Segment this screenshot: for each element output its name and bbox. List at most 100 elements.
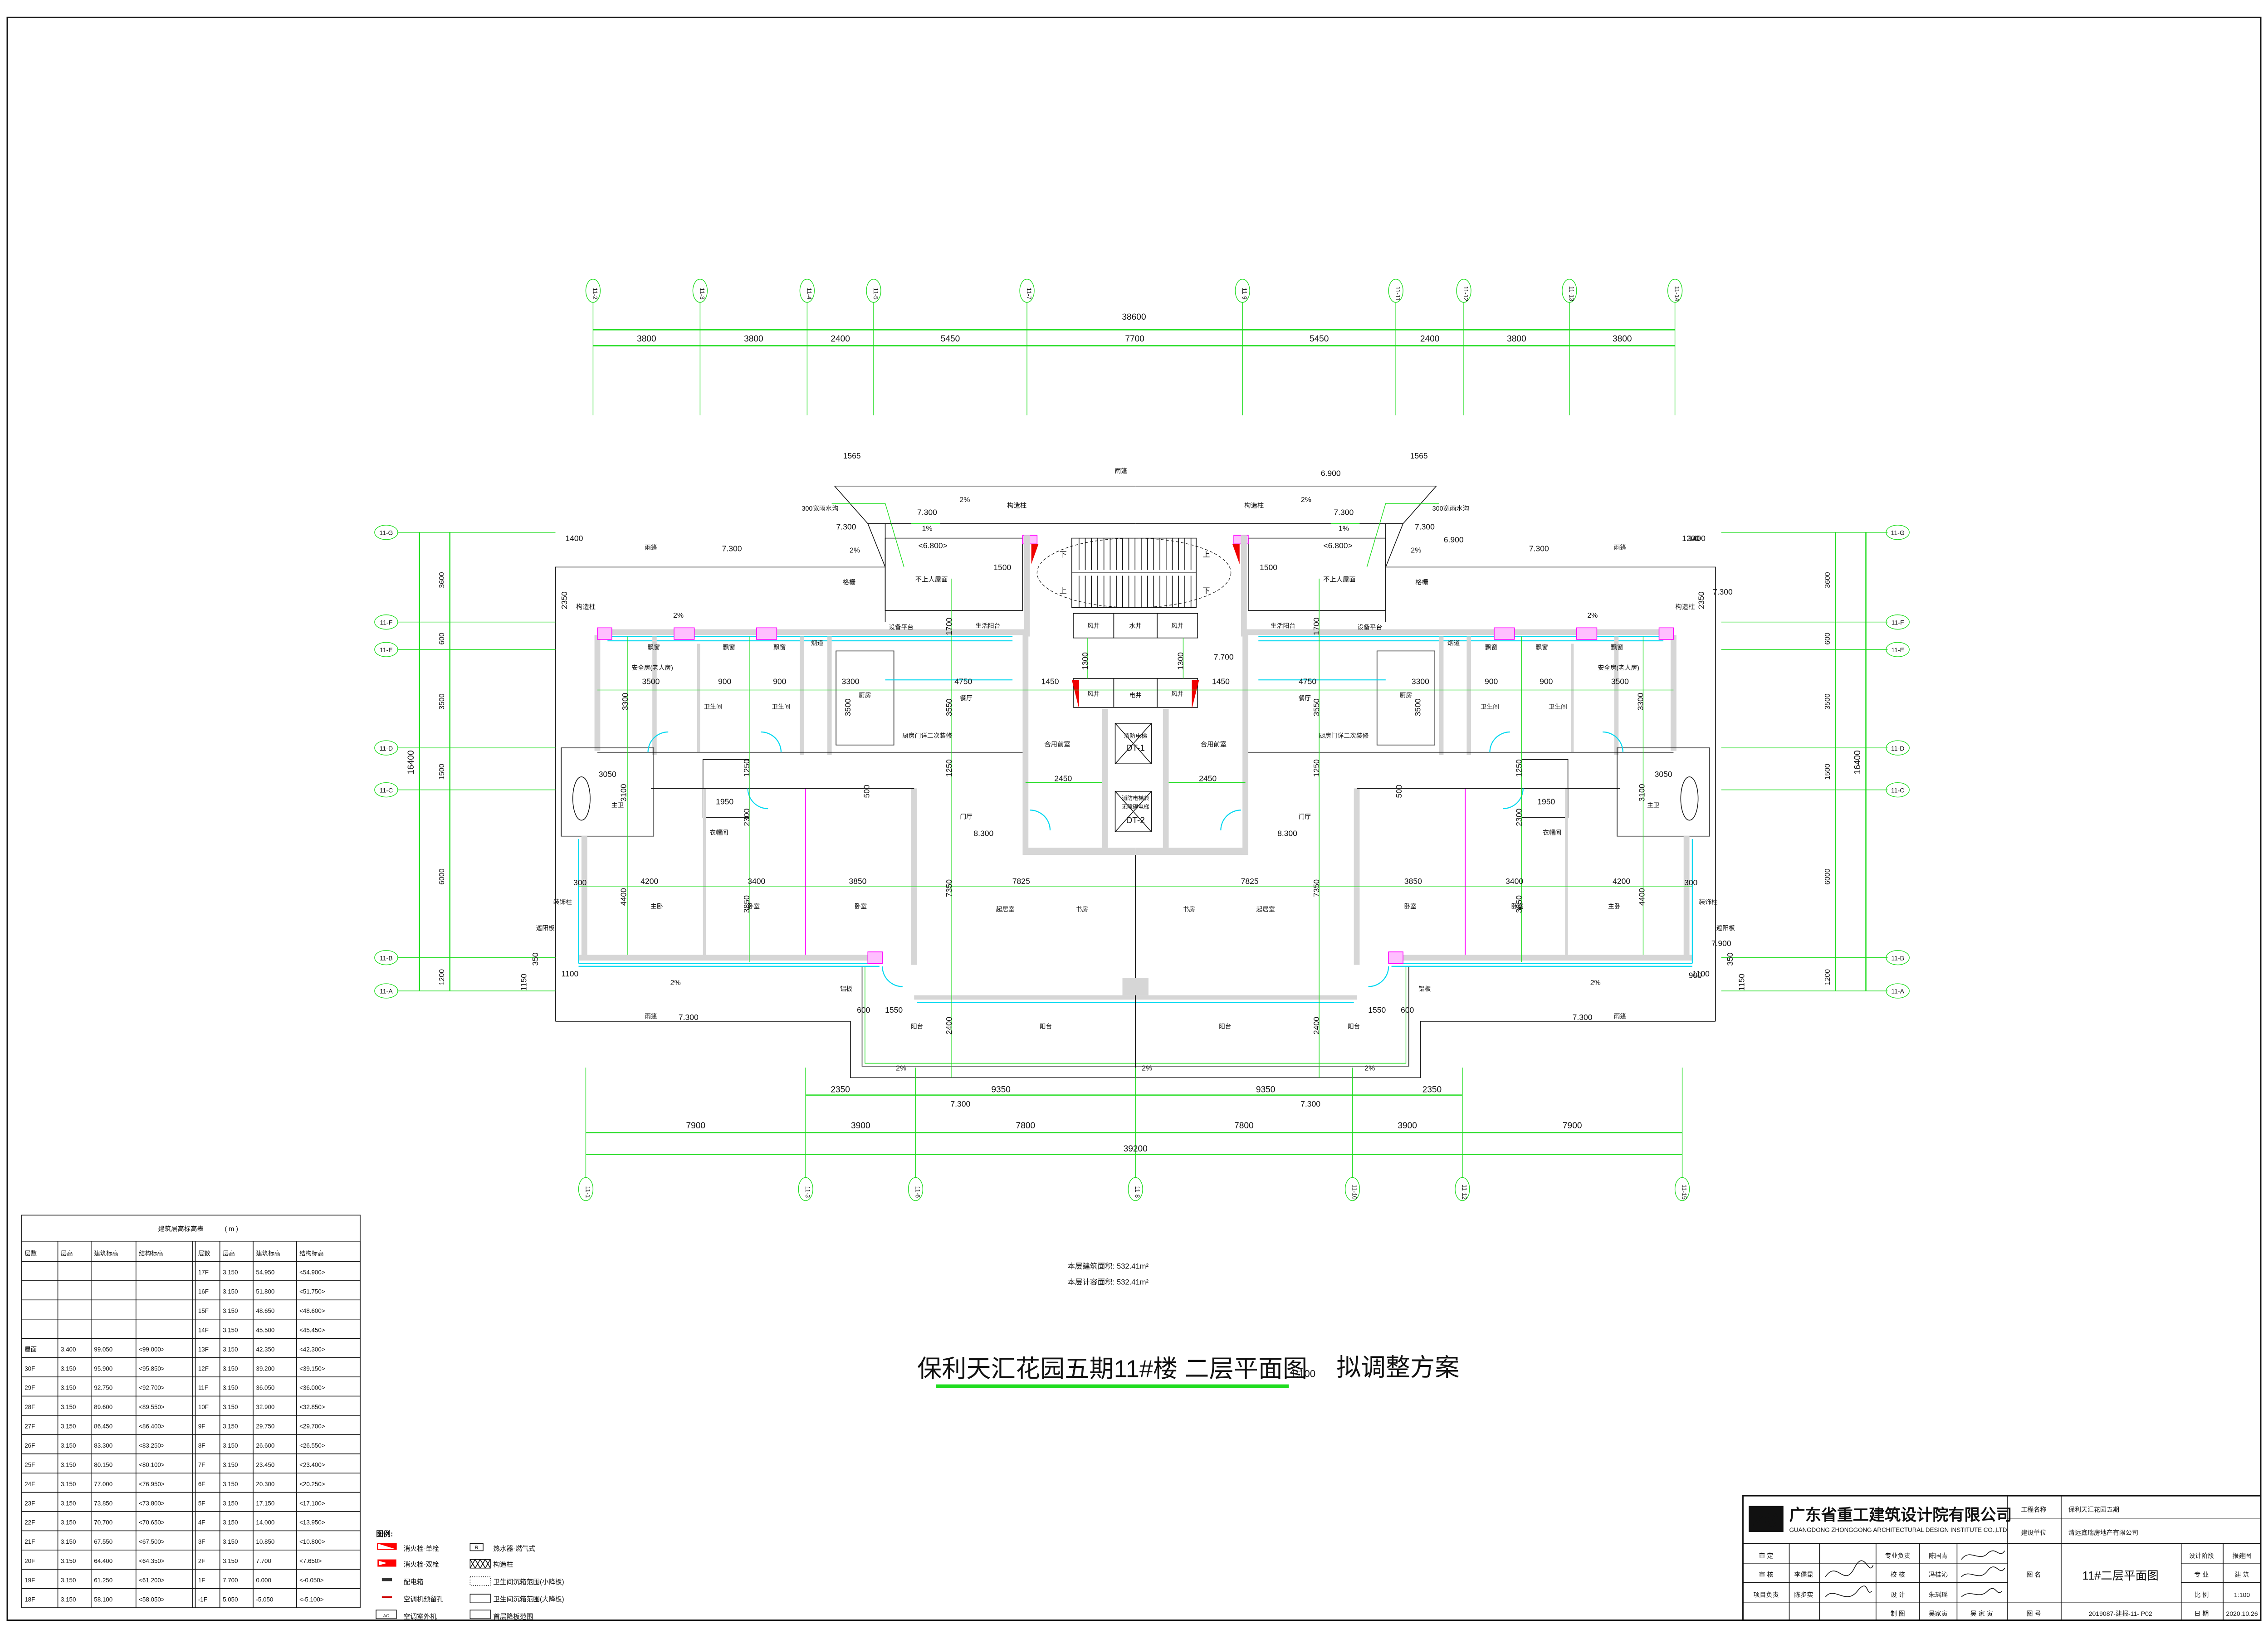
axis-label-right: 11-E xyxy=(1891,646,1904,654)
table-cell: 3.150 xyxy=(223,1442,238,1449)
title-block-check-name: 冯桂沁 xyxy=(1929,1571,1948,1578)
table-cell: 3.150 xyxy=(223,1346,238,1353)
dim-right: 1500 xyxy=(1824,764,1832,780)
table-cell: <64.350> xyxy=(139,1558,165,1565)
table-cell: 24F xyxy=(24,1481,35,1488)
axis-label-right: 11-D xyxy=(1891,745,1904,752)
title-block-stage-label: 设计阶段 xyxy=(2189,1552,2214,1559)
plan-label-left: 1100 xyxy=(562,969,579,978)
axis-label-top: 11-14 xyxy=(1674,286,1681,302)
plan-label-right: 飘窗 xyxy=(1536,644,1548,651)
table-cell: 3.150 xyxy=(223,1365,238,1372)
table-cell: 19F xyxy=(24,1577,35,1584)
table-cell: 14.000 xyxy=(256,1519,274,1526)
table-cell: 73.850 xyxy=(94,1500,112,1507)
plan-label-left: 装饰柱 xyxy=(553,899,572,906)
plan-label-left: 8.300 xyxy=(973,829,993,838)
table-cell: 3.150 xyxy=(61,1461,76,1468)
plan-label-right: 安全房(老人房) xyxy=(1598,664,1639,671)
dim-bottom-inner: 2350 xyxy=(1422,1085,1442,1094)
elevation-right: 7.900 xyxy=(1711,939,1731,948)
axis-bubble xyxy=(1456,278,1471,303)
canopy-label: 雨篷 xyxy=(1115,468,1128,474)
plan-label-right: 门厅 xyxy=(1299,813,1311,820)
table-cell: 95.900 xyxy=(94,1365,112,1372)
plan-label-left: 7.300 xyxy=(917,508,937,517)
table-cell: 3.150 xyxy=(61,1404,76,1410)
plan-label-right: 4750 xyxy=(1299,677,1316,686)
plan-label-left: 2% xyxy=(670,979,681,987)
elevation-mark: 7.700 xyxy=(1214,653,1234,662)
table-cell: 3.150 xyxy=(61,1558,76,1565)
plan-label-left: 安全房(老人房) xyxy=(631,664,673,671)
dim-left: 6000 xyxy=(438,868,446,885)
table-cell: <13.950> xyxy=(299,1519,325,1526)
axis-label-bottom: 11-8 xyxy=(1134,1186,1141,1198)
dim-top: 2400 xyxy=(831,334,850,344)
axis-bubble xyxy=(374,642,398,657)
table-cell: 3.150 xyxy=(223,1288,238,1295)
plan-label-left: 2400 xyxy=(944,1017,953,1034)
table-cell: 67.550 xyxy=(94,1538,112,1545)
table-cell: <-5.100> xyxy=(299,1596,324,1603)
table-cell: 39.200 xyxy=(256,1365,274,1372)
plan-label-left: 设备平台 xyxy=(889,624,914,631)
plan-label-left: 1550 xyxy=(885,1005,903,1015)
plan-label-left: 7.300 xyxy=(836,522,856,531)
stair-treads xyxy=(1079,538,1192,608)
axis-label-left: 11-B xyxy=(380,954,393,961)
plan-label-left: 3550 xyxy=(944,698,953,716)
plan-label-right: 7.300 xyxy=(1415,522,1435,531)
axis-label-top: 11-3 xyxy=(699,288,705,300)
table-cell: 7F xyxy=(198,1461,205,1468)
table-header: 结构标高 xyxy=(139,1250,163,1257)
plan-label-right: 3850 xyxy=(1404,877,1422,886)
plan-label-left: 2% xyxy=(896,1064,906,1072)
axis-bubble xyxy=(692,278,708,303)
elevation-right: 7.300 xyxy=(1713,587,1733,596)
plan-label-right: 7.300 xyxy=(1573,1013,1593,1022)
ground-drop-icon xyxy=(469,1610,491,1619)
table-header: 层数 xyxy=(198,1250,210,1257)
plan-label-right: 300宽雨水沟 xyxy=(1432,505,1469,512)
plan-label-right: 2300 xyxy=(1515,808,1524,826)
table-header: 层高 xyxy=(61,1250,73,1257)
table-cell: 3.150 xyxy=(223,1558,238,1565)
elevation-right: 6.900 xyxy=(1321,468,1341,478)
dim-bottom: 7900 xyxy=(1563,1121,1582,1131)
plan-label-right: 书房 xyxy=(1183,906,1195,913)
axis-bubble xyxy=(799,278,815,303)
elevator-dt2 xyxy=(1114,791,1152,832)
table-cell: 3.150 xyxy=(61,1596,76,1603)
axis-label-right: 11-F xyxy=(1892,619,1904,626)
axis-bubble xyxy=(1674,1177,1690,1201)
table-unit: ( m ) xyxy=(225,1225,238,1233)
axis-bubble xyxy=(374,782,398,798)
plan-label-right: 构造柱 xyxy=(1244,502,1264,510)
plan-label-left: 阳台 xyxy=(1040,1023,1052,1030)
dim-bottom-inner: 9350 xyxy=(991,1085,1011,1094)
axis-bubble xyxy=(1388,278,1403,303)
plan-label-left: 3850 xyxy=(849,877,866,886)
plan-label-left: 风井 xyxy=(1087,690,1100,697)
shaft-water: 水井 xyxy=(1129,622,1141,629)
plan-label-right: 2% xyxy=(1587,612,1598,620)
table-cell: <-0.050> xyxy=(299,1577,324,1584)
dim-top: 2400 xyxy=(1420,334,1440,344)
axis-label-right: 11-A xyxy=(1891,988,1904,995)
plan-label-right: 1950 xyxy=(1537,797,1555,806)
plan-label-left: 构造柱 xyxy=(576,603,596,611)
plan-label-left: 1250 xyxy=(944,759,953,777)
title-block-project: 保利天汇花园五期 xyxy=(2068,1506,2119,1513)
axis-label-left: 11-G xyxy=(379,529,393,537)
plan-label-right: 衣帽间 xyxy=(1543,829,1561,836)
table-header: 建筑标高 xyxy=(256,1250,280,1257)
signature-design xyxy=(1961,1588,2002,1598)
axis-label-top: 11-5 xyxy=(872,288,879,300)
plan-label-left: 7.300 xyxy=(679,1013,699,1022)
table-cell: 3.150 xyxy=(223,1404,238,1410)
title-block-sheet-label: 图 名 xyxy=(2026,1571,2041,1578)
title-block-approve-label: 审 定 xyxy=(1759,1552,1774,1559)
plan-label-right: 8.300 xyxy=(1277,829,1297,838)
plan-label-right: 构造柱 xyxy=(1675,603,1695,611)
